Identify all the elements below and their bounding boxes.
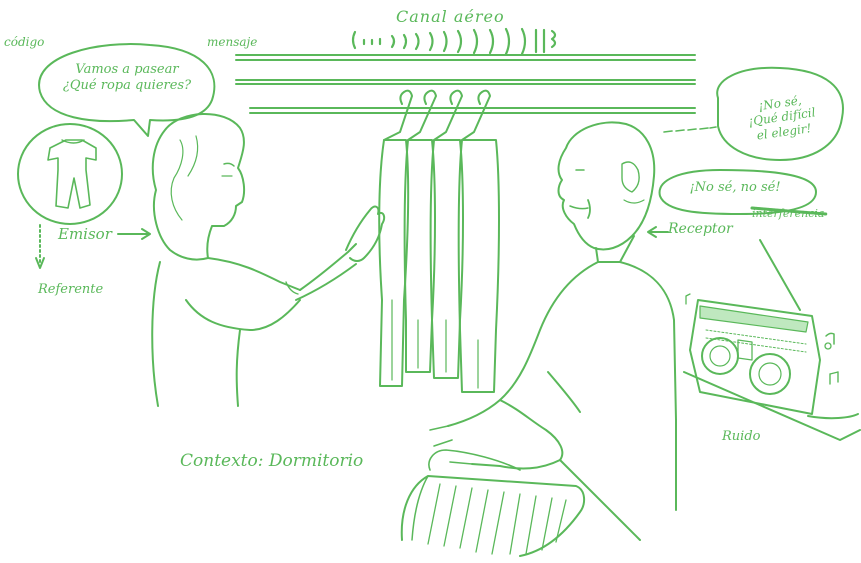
- emisor-arrow: [118, 229, 150, 239]
- receiver-man: [430, 122, 676, 540]
- label-receptor: Receptor: [668, 221, 733, 237]
- label-referente: Referente: [38, 283, 103, 298]
- radio: [684, 208, 860, 440]
- sender-speech-line-1: Vamos a pasear: [42, 62, 212, 78]
- label-codigo: código: [4, 36, 44, 50]
- receiver-speech: ¡No sé, no sé!: [660, 180, 810, 196]
- label-mensaje: mensaje: [207, 36, 257, 50]
- sender-speech-line-2: ¿Qué ropa quieres?: [42, 78, 212, 94]
- receiver-speech-line: ¡No sé, no sé!: [660, 180, 810, 196]
- receptor-arrow: [648, 227, 668, 237]
- channel-lines: [236, 55, 695, 113]
- sound-waves: [353, 29, 555, 54]
- referent-bubble: [18, 124, 122, 268]
- label-ruido: Ruido: [722, 430, 760, 445]
- hanging-clothes: [379, 91, 499, 392]
- label-emisor: Emisor: [58, 226, 112, 243]
- label-canal: Canal aéreo: [396, 8, 505, 26]
- sender-woman: [152, 114, 384, 406]
- sender-speech: Vamos a pasear ¿Qué ropa quieres?: [42, 62, 212, 93]
- label-contexto: Contexto: Dormitorio: [180, 452, 363, 472]
- label-interferencia: interferencia: [752, 208, 824, 221]
